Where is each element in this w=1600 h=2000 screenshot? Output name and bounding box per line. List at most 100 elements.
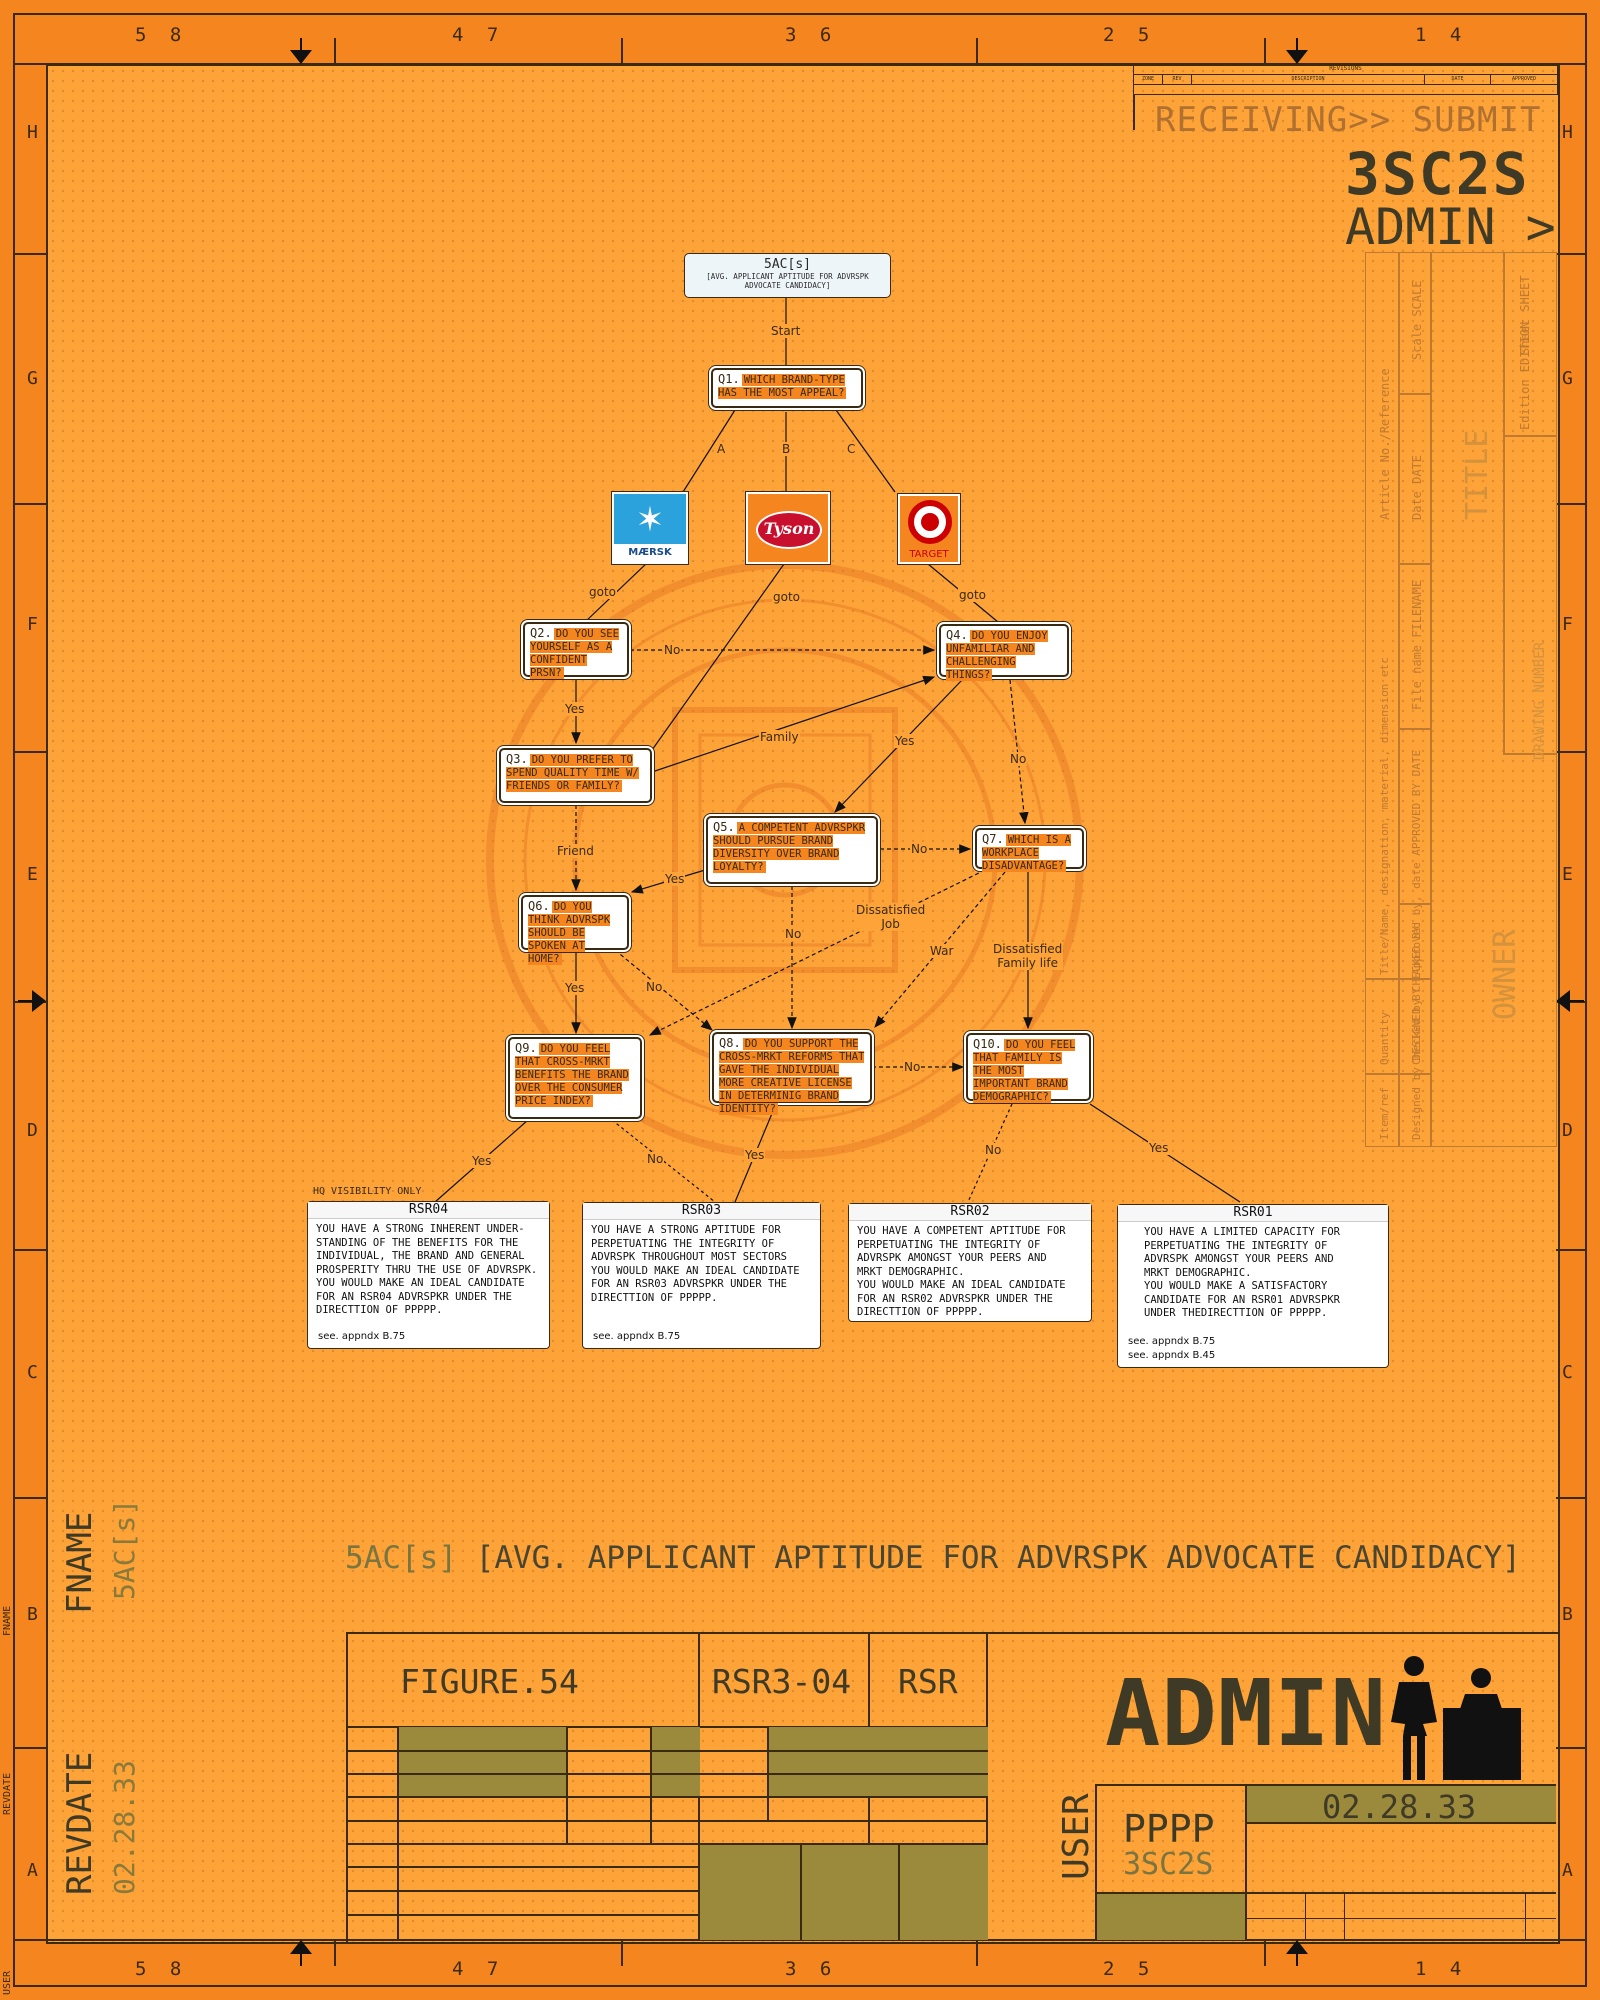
start-title: 5AC[s]: [764, 257, 811, 272]
label-q5-no-down: No: [784, 927, 803, 941]
label-c: C: [846, 442, 857, 456]
centering-arrows: [18, 38, 1584, 1966]
fname-value: 5AC[s]: [108, 1498, 141, 1600]
ruler-right-c: C: [1562, 1362, 1573, 1383]
label-q10-no: No: [984, 1143, 1003, 1157]
side-designed-by: Designed by DESIGNED BY: [1410, 987, 1423, 1140]
header-admin: ADMIN >: [1345, 198, 1556, 256]
ruler-left-g: G: [27, 368, 38, 389]
q7-number: Q7.: [982, 832, 1004, 846]
ruler-top-1: 5 8: [135, 24, 188, 46]
q3-node: Q3.DO YOU PREFER TO SPEND QUALITY TIME W…: [499, 748, 652, 803]
header-divider: [1133, 94, 1135, 130]
q2-node: Q2.DO YOU SEE YOURSELF AS A CONFIDENT PR…: [523, 622, 629, 679]
rev-col-rev: REV: [1163, 74, 1192, 84]
tyson-logo: Tyson: [746, 492, 830, 564]
user-name: PPPP: [1123, 1807, 1215, 1851]
q4-node: Q4.DO YOU ENJOY UNFAMILIAR AND CHALLENGI…: [939, 624, 1069, 681]
start-node: 5AC[s] [AVG. APPLICANT APTITUDE FOR ADVR…: [684, 253, 891, 298]
side-title: TITLE: [1460, 429, 1495, 520]
tyson-wordmark: Tyson: [756, 511, 822, 549]
edge-q7-q9: [648, 869, 986, 1036]
side-quantity: Quantity: [1378, 1012, 1391, 1065]
result-rsr03-title: RSR03: [583, 1203, 820, 1220]
edge-q9-rsr03: [611, 1119, 716, 1203]
side-title-block: [1365, 252, 1557, 1147]
date-bar: [1247, 1786, 1556, 1822]
label-q8-yes: Yes: [744, 1148, 766, 1162]
q1-number: Q1.: [718, 372, 740, 386]
side-filename: File name FILENAME: [1410, 579, 1424, 710]
result-rsr03-see: see. appndx B.75: [593, 1331, 681, 1342]
q10-node: Q10.DO YOU FEEL THAT FAMILY IS THE MOST …: [966, 1033, 1091, 1103]
label-friend: Friend: [556, 844, 595, 858]
revdate-label: REVDATE: [60, 1751, 100, 1895]
label-dissatisfied-family: Dissatisfied Family life: [992, 942, 1064, 970]
maersk-logo: ✶ MÆRSK: [612, 492, 688, 564]
receiving-submit: RECEIVING>> SUBMIT: [1155, 100, 1542, 140]
q1-node: Q1.WHICH BRAND-TYPE HAS THE MOST APPEAL?: [711, 368, 863, 408]
edge-tyson-q3: [651, 563, 785, 751]
admin-title: ADMIN: [1105, 1660, 1387, 1767]
footer-title-main: [AVG. APPLICANT APTITUDE FOR ADVRSPK ADV…: [475, 1540, 1521, 1576]
ruler-right-b: B: [1562, 1604, 1573, 1625]
ruler-right-d: D: [1562, 1120, 1573, 1141]
edge-q3-q4: [651, 675, 936, 773]
q4-number: Q4.: [946, 628, 968, 642]
result-rsr02-body: YOU HAVE A COMPETENT APTITUDE FOR PERPET…: [857, 1225, 1066, 1318]
q3-text: DO YOU PREFER TO SPEND QUALITY TIME W/ F…: [506, 754, 639, 792]
olive-fill-3: [768, 1727, 988, 1796]
user-bottom-bar: [1097, 1894, 1245, 1940]
label-q2-yes: Yes: [564, 702, 586, 716]
target-wordmark: TARGET: [909, 549, 949, 560]
label-b: B: [781, 442, 792, 456]
rev-col-approved: APPROVED: [1511, 76, 1537, 82]
edge-q1-c: [835, 409, 896, 493]
ruler-top-3: 3 6: [785, 24, 838, 46]
result-rsr01-see: see. appndx B.75 see. appndx B.45: [1128, 1336, 1216, 1361]
maersk-star-icon: ✶: [635, 500, 665, 540]
ruler-left-b: B: [27, 1604, 38, 1625]
ruler-bottom-1: 5 8: [135, 1958, 188, 1980]
result-rsr03-body: YOU HAVE A STRONG APTITUDE FOR PERPETUAT…: [591, 1224, 800, 1304]
ruler-right-h: H: [1562, 122, 1573, 143]
target-logo: TARGET: [898, 494, 960, 564]
label-goto-1: goto: [588, 585, 618, 599]
figure-label: FIGURE.54: [400, 1662, 579, 1701]
ruler-left-a: A: [27, 1860, 38, 1881]
result-rsr01: RSR01 YOU HAVE A LIMITED CAPACITY FOR PE…: [1117, 1204, 1389, 1368]
result-rsr04-see: see. appndx B.75: [318, 1331, 406, 1342]
result-rsr04: RSR04 YOU HAVE A STRONG INHERENT UNDER- …: [307, 1201, 550, 1349]
footer-title: 5AC[s] [AVG. APPLICANT APTITUDE FOR ADVR…: [345, 1540, 1521, 1576]
hq-visibility-note: HQ VISIBILITY ONLY: [313, 1186, 422, 1197]
q9-node: Q9.DO YOU FEEL THAT CROSS-MRKT BENEFITS …: [508, 1037, 642, 1119]
start-subtitle: [AVG. APPLICANT APTITUDE FOR ADVRSPK ADV…: [706, 272, 869, 290]
q10-number: Q10.: [973, 1037, 1002, 1051]
olive-fill-4: [700, 1843, 988, 1940]
q9-number: Q9.: [515, 1041, 537, 1055]
side-item-ref: Item/ref: [1378, 1087, 1391, 1140]
result-rsr02-title: RSR02: [849, 1204, 1091, 1221]
q5-node: Q5.A COMPETENT ADVRSPKR SHOULD PURSUE BR…: [706, 816, 878, 884]
label-q8-no: No: [903, 1060, 922, 1074]
label-q9-no: No: [646, 1152, 665, 1166]
side-drawing-number: DRAWING NUMBER: [1532, 641, 1548, 760]
rsr-label: RSR: [898, 1662, 958, 1701]
edge-q4-q7: [1009, 679, 1029, 825]
footer-title-prefix: 5AC[s]: [345, 1540, 457, 1576]
ruler-right-g: G: [1562, 368, 1573, 389]
label-q10-yes: Yes: [1148, 1141, 1170, 1155]
q8-node: Q8.DO YOU SUPPORT THE CROSS-MRKT REFORMS…: [712, 1032, 872, 1115]
label-q9-yes: Yes: [471, 1154, 493, 1168]
revisions-columns: ZONE REV DESCRIPTION DATE APPROVED: [1134, 74, 1557, 85]
rev-col-date: DATE: [1425, 74, 1491, 84]
user-code: 3SC2S: [1123, 1847, 1214, 1882]
label-q2-no: No: [663, 643, 682, 657]
q5-number: Q5.: [713, 820, 735, 834]
users-icon: [1391, 1656, 1521, 1780]
q7-node: Q7.WHICH IS A WORKPLACE DISADVANTAGE?: [975, 828, 1084, 872]
ruler-right-a: A: [1562, 1860, 1573, 1881]
edge-q6-q8: [614, 949, 713, 1031]
result-rsr02: RSR02 YOU HAVE A COMPETENT APTITUDE FOR …: [848, 1203, 1092, 1322]
q8-number: Q8.: [719, 1036, 741, 1050]
